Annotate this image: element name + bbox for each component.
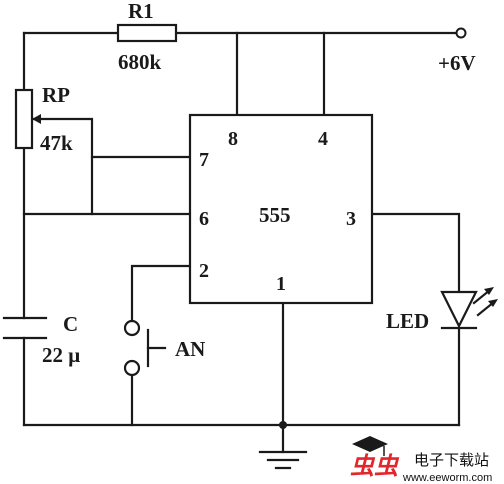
rp-potentiometer [14, 88, 34, 150]
rp-name: RP [42, 83, 70, 107]
an-name: AN [175, 337, 205, 361]
pin-4-label: 4 [318, 128, 328, 150]
push-button-an [123, 319, 167, 377]
pin-8-label: 8 [228, 128, 238, 150]
pin-3-label: 3 [346, 208, 356, 230]
c-value: 22 μ [42, 343, 80, 367]
r1-value: 680k [118, 50, 162, 74]
r1-name: R1 [128, 0, 154, 23]
graduation-cap-icon [352, 436, 388, 452]
watermark: 虫虫 电子下载站 www.eeworm.com [350, 436, 492, 484]
ic-name: 555 [259, 203, 291, 227]
r1-resistor [116, 23, 178, 43]
c-name: C [63, 312, 78, 336]
supply-terminal [455, 27, 467, 39]
pin-2-label: 2 [199, 260, 209, 282]
supply-label: +6V [438, 51, 476, 75]
led-diode [440, 287, 498, 330]
watermark-url: www.eeworm.com [402, 472, 492, 484]
wires [22, 31, 461, 454]
rp-value: 47k [40, 131, 73, 155]
pin-1-label: 1 [276, 273, 286, 295]
pin-7-label: 7 [199, 149, 209, 171]
pin-6-label: 6 [199, 208, 209, 230]
rp-wiper-arrow [32, 114, 41, 124]
watermark-logo: 虫虫 [350, 452, 400, 480]
ground-symbol [258, 450, 308, 470]
led-name: LED [386, 309, 429, 333]
ground-junction-dot [279, 421, 287, 429]
watermark-site-name: 电子下载站 [414, 451, 489, 469]
ic-555-body [188, 113, 374, 305]
